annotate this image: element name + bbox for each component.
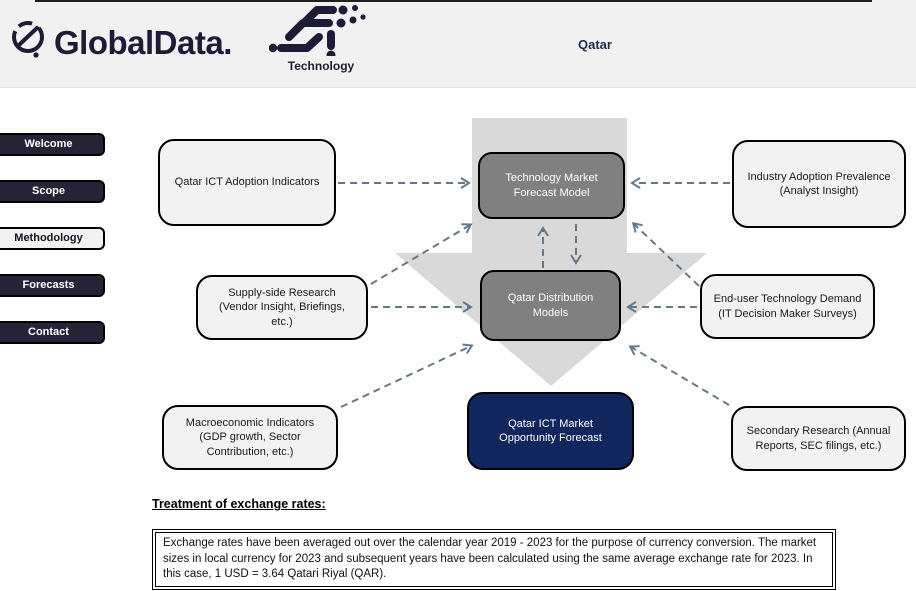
sidebar-item-contact[interactable]: Contact	[0, 321, 105, 344]
division: Technology	[266, 4, 376, 73]
header: GlobalData.	[0, 0, 916, 88]
sidebar-item-scope[interactable]: Scope	[0, 180, 105, 203]
division-label: Technology	[287, 59, 355, 73]
exchange-rates-note-box: Exchange rates have been averaged out ov…	[152, 529, 836, 590]
header-top-line	[35, 0, 872, 2]
box-qatar-ict-market-opportunity-forecast: Qatar ICT Market Opportunity Forecast	[467, 392, 634, 470]
sidebar-item-methodology[interactable]: Methodology	[0, 227, 105, 250]
box-end-user-technology-demand: End-user Technology Demand (IT Decision …	[700, 274, 875, 339]
brand: GlobalData.	[8, 18, 232, 67]
box-qatar-ict-adoption-indicators: Qatar ICT Adoption Indicators	[158, 139, 336, 226]
globaldata-logo-icon	[8, 18, 48, 67]
sidebar-item-welcome[interactable]: Welcome	[0, 133, 105, 156]
box-supply-side-research: Supply-side Research (Vendor Insight, Br…	[196, 275, 368, 340]
box-technology-market-forecast-model: Technology Market Forecast Model	[478, 152, 625, 219]
box-industry-adoption-prevalence: Industry Adoption Prevalence (Analyst In…	[732, 140, 906, 228]
box-qatar-distribution-models: Qatar Distribution Models	[480, 270, 621, 341]
box-macroeconomic-indicators: Macroeconomic Indicators (GDP growth, Se…	[162, 405, 338, 470]
sidebar-item-forecasts[interactable]: Forecasts	[0, 274, 105, 297]
box-secondary-research: Secondary Research (Annual Reports, SEC …	[731, 406, 906, 471]
technology-logo-icon	[268, 5, 373, 60]
exchange-rates-heading: Treatment of exchange rates:	[152, 497, 326, 511]
brand-name: GlobalData.	[54, 23, 232, 61]
page-title: Qatar	[578, 37, 612, 52]
exchange-rates-note-text: Exchange rates have been averaged out ov…	[155, 532, 833, 587]
